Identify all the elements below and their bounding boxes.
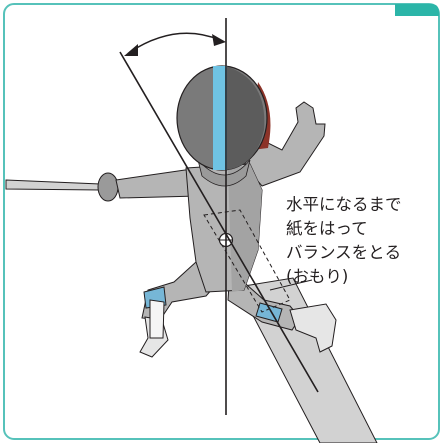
left-sock bbox=[149, 299, 165, 339]
mask-stripe bbox=[213, 66, 227, 170]
paper-dashed-outline bbox=[203, 209, 291, 313]
bib bbox=[197, 159, 251, 187]
annotation-line-1: 水平になるまで bbox=[286, 195, 402, 214]
annotation-leader-line bbox=[269, 279, 313, 291]
raised-arm bbox=[243, 101, 326, 187]
panel-corner-accent bbox=[395, 4, 439, 16]
curved-double-arrow-icon bbox=[129, 32, 221, 53]
torso-shadow bbox=[228, 164, 262, 292]
sword-guard bbox=[97, 172, 119, 202]
annotation-line-3: バランスをとる bbox=[286, 243, 402, 262]
annotation-line-2: 紙をはって bbox=[286, 219, 368, 238]
arrow-head-right bbox=[212, 34, 226, 46]
mask-shade bbox=[226, 66, 265, 170]
annotation-line-4: (おもり) bbox=[286, 267, 349, 286]
tilted-axis-line bbox=[119, 51, 319, 393]
arrow-head-left bbox=[124, 44, 138, 56]
balance-annotation: 水平になるまで 紙をはって バランスをとる (おもり) bbox=[286, 193, 402, 289]
right-shoe bbox=[289, 303, 337, 353]
